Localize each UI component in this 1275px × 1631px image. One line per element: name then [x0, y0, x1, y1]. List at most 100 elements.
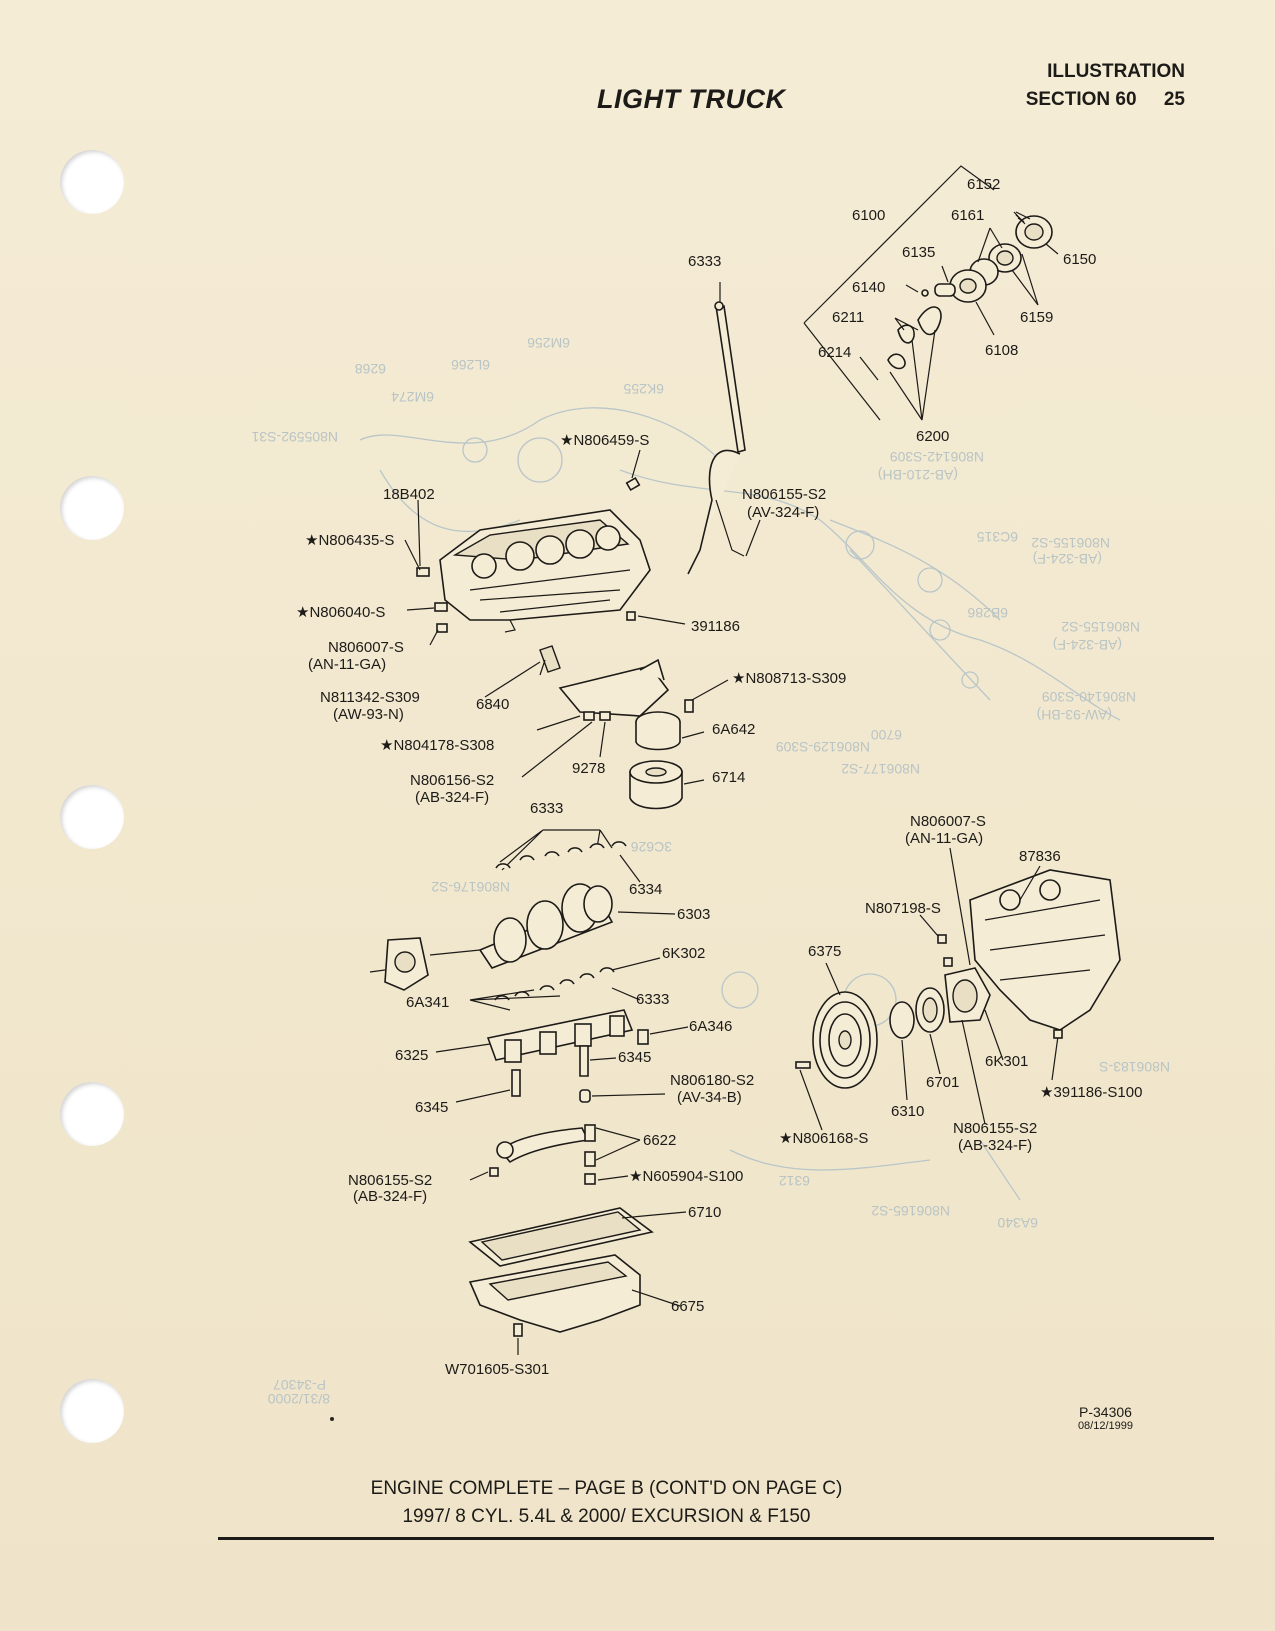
callout-aw-93-n: (AW-93-N): [333, 706, 404, 723]
callout-w701605-s301: W701605-S301: [445, 1361, 549, 1378]
svg-text:N806142-S309: N806142-S309: [890, 449, 984, 465]
bleed-through-artwork: N805592-S31 6268 6M274 6L266 6M256 6K255…: [251, 335, 1170, 1407]
callout-6211: 6211: [832, 309, 864, 326]
callout-6333-bearings: 6333: [530, 800, 563, 817]
svg-text:N806176-S2: N806176-S2: [431, 879, 510, 895]
svg-text:(AB-324-F): (AB-324-F): [1033, 551, 1102, 567]
callout-6375: 6375: [808, 943, 841, 960]
callout-n806459-s: ★N806459-S: [560, 432, 649, 449]
callout-6333-lower: 6333: [636, 991, 669, 1008]
callout-6325: 6325: [395, 1047, 428, 1064]
binder-hole: [60, 1379, 124, 1443]
callout-6152: 6152: [967, 176, 1000, 193]
callout-6a341: 6A341: [406, 994, 449, 1011]
callout-6214: 6214: [818, 344, 851, 361]
bolt-6345: [511, 1069, 521, 1097]
callout-6140: 6140: [852, 279, 885, 296]
guide-6200: [917, 306, 942, 336]
section-header: ILLUSTRATION SECTION 60 25: [1026, 58, 1185, 114]
water-pump-group: [803, 165, 1059, 421]
dipstick-tube: [687, 449, 741, 575]
callout-ab-324-f-b: (AB-324-F): [353, 1188, 427, 1205]
callout-6a642: 6A642: [712, 721, 755, 738]
svg-text:N806155-S2: N806155-S2: [1061, 619, 1140, 635]
callout-an-11-ga-a: (AN-11-GA): [308, 656, 386, 673]
binder-hole: [60, 1082, 124, 1146]
binder-hole: [60, 785, 124, 849]
cylinder-block: [404, 499, 651, 646]
svg-text:N806183-S: N806183-S: [1099, 1059, 1170, 1075]
stud-6A346: [637, 1029, 649, 1045]
callout-6675: 6675: [671, 1298, 704, 1315]
svg-text:6B286: 6B286: [967, 605, 1008, 621]
svg-text:6700: 6700: [871, 727, 902, 743]
callout-6840: 6840: [476, 696, 509, 713]
callout-6701: 6701: [926, 1074, 959, 1091]
pickup-tube-6622: [498, 1127, 590, 1164]
caption-line-2: 1997/ 8 CYL. 5.4L & 2000/ EXCURSION & F1…: [402, 1506, 811, 1527]
drawing-number: P-34306: [1079, 1404, 1132, 1420]
dipstick-assembly: [625, 282, 761, 625]
svg-text:6268: 6268: [355, 361, 386, 377]
crankshaft-group: [369, 829, 689, 1103]
callout-labels: 6152 6100 6161 6135 6150 6333 6140 6211 …: [296, 176, 1142, 1378]
callout-6622: 6622: [643, 1132, 676, 1149]
filter-adapter-6A642: [635, 722, 681, 751]
callout-n806180-s2: N806180-S2: [670, 1072, 754, 1089]
svg-text:(AB-324-F): (AB-324-F): [1053, 637, 1122, 653]
callout-n806007-s-b: N806007-S: [910, 813, 986, 830]
rear-cover-flywheel-group: [795, 847, 1121, 1131]
callout-n811342-s309: N811342-S309: [320, 689, 420, 706]
svg-text:P-34307: P-34307: [273, 1377, 326, 1393]
svg-text:(AW-93-BH): (AW-93-BH): [1037, 707, 1112, 723]
oil-pickup-group: [469, 1124, 641, 1185]
svg-text:6M274: 6M274: [391, 389, 434, 405]
svg-text:N805592-S31: N805592-S31: [251, 429, 338, 445]
footer-rule: [218, 1537, 1214, 1540]
drawing-reference: P-34306 08/12/1999: [1078, 1404, 1133, 1432]
svg-text:6312: 6312: [779, 1173, 810, 1189]
drawing-date: 08/12/1999: [1077, 1420, 1133, 1432]
callout-6k302: 6K302: [662, 945, 705, 962]
svg-text:6C315: 6C315: [977, 529, 1018, 545]
svg-text:(AB-210-BH): (AB-210-BH): [878, 467, 958, 483]
callout-n806156-s2: N806156-S2: [410, 772, 494, 789]
callout-n806155-s2-c: N806155-S2: [953, 1120, 1037, 1137]
callout-391186-s100: ★391186-S100: [1040, 1084, 1142, 1101]
callout-6k301: 6K301: [985, 1053, 1028, 1070]
callout-6135: 6135: [902, 244, 935, 261]
dipstick-6333: [715, 305, 746, 454]
callout-av-324-f: (AV-324-F): [747, 504, 819, 521]
callout-87836: 87836: [1019, 848, 1061, 865]
callout-ab-324-f-c: (AB-324-F): [958, 1137, 1032, 1154]
callout-6710: 6710: [688, 1204, 721, 1221]
callout-6334: 6334: [629, 881, 662, 898]
callout-6161: 6161: [951, 207, 984, 224]
callout-n806040-s: ★N806040-S: [296, 604, 385, 621]
svg-text:N806140-S309: N806140-S309: [1042, 689, 1136, 705]
svg-text:6A340: 6A340: [997, 1215, 1038, 1231]
svg-text:N806177-S2: N806177-S2: [841, 761, 920, 777]
callout-n807198-s: N807198-S: [865, 900, 941, 917]
spacer-6310: [889, 1001, 915, 1039]
callout-6345-b: 6345: [415, 1099, 448, 1116]
callout-n804178-s308: ★N804178-S308: [380, 737, 494, 754]
binder-hole: [60, 150, 124, 214]
callout-6310: 6310: [891, 1103, 924, 1120]
callout-6100: 6100: [852, 207, 885, 224]
callout-6108: 6108: [985, 342, 1018, 359]
callout-n806435-s: ★N806435-S: [305, 532, 394, 549]
callout-av-34-b: (AV-34-B): [677, 1089, 742, 1106]
callout-391186: 391186: [691, 618, 740, 635]
binder-hole: [60, 476, 124, 540]
callout-6303: 6303: [677, 906, 710, 923]
oil-pump-group: [484, 645, 729, 810]
main-bearing-caps-6325: [486, 1009, 634, 1061]
caption-line-1: ENGINE COMPLETE – PAGE B (CONT'D ON PAGE…: [370, 1478, 843, 1499]
svg-text:6K255: 6K255: [623, 381, 664, 397]
callout-6345-a: 6345: [618, 1049, 651, 1066]
callout-n605904-s100: ★N605904-S100: [629, 1168, 743, 1185]
callout-6200: 6200: [916, 428, 949, 445]
